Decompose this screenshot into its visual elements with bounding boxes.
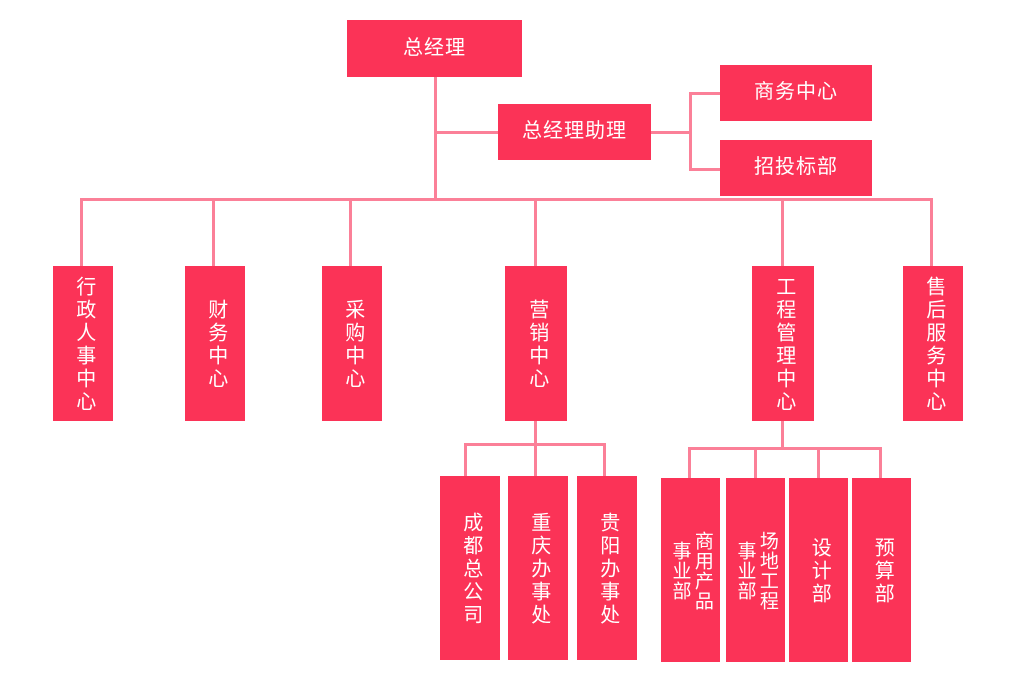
- node-commercial-product-div[interactable]: 商用产品 事业部: [661, 478, 720, 662]
- node-engineering-mgmt-center[interactable]: 工程管理中心: [752, 266, 814, 421]
- node-admin-hr-center[interactable]: 行政人事中心: [53, 266, 113, 421]
- connector-marketing-trunk: [534, 420, 537, 444]
- connector-drop-finance: [212, 198, 215, 268]
- node-general-manager[interactable]: 总经理: [347, 20, 522, 77]
- connector-assistant-to-business: [689, 92, 722, 95]
- connector-drop-procurement: [349, 198, 352, 268]
- connector-assistant-bus: [689, 92, 692, 171]
- connector-main-bus: [80, 198, 933, 201]
- connector-drop-guiyang: [603, 443, 606, 476]
- connector-drop-marketing: [534, 198, 537, 268]
- node-bidding-department[interactable]: 招投标部: [720, 140, 872, 196]
- node-site-engineering-div[interactable]: 场地工程 事业部: [726, 478, 785, 662]
- node-business-center[interactable]: 商务中心: [720, 65, 872, 121]
- connector-gm-to-assistant: [434, 131, 500, 134]
- connector-gm-trunk: [434, 77, 437, 201]
- node-gm-assistant[interactable]: 总经理助理: [498, 104, 651, 160]
- connector-drop-after-sales: [930, 198, 933, 268]
- connector-drop-budget: [879, 447, 882, 478]
- node-chengdu-head-company[interactable]: 成都总公司: [440, 476, 500, 660]
- connector-drop-admin-hr: [80, 198, 83, 268]
- connector-drop-site-engineering: [754, 447, 757, 478]
- connector-assistant-to-bidding: [689, 168, 722, 171]
- connector-drop-engineering: [781, 198, 784, 268]
- node-finance-center[interactable]: 财务中心: [185, 266, 245, 421]
- connector-drop-commercial-product: [688, 447, 691, 478]
- node-design-department[interactable]: 设计部: [789, 478, 848, 662]
- node-guiyang-office[interactable]: 贵阳办事处: [577, 476, 637, 660]
- node-marketing-center[interactable]: 营销中心: [505, 266, 567, 421]
- connector-drop-chongqing: [534, 443, 537, 476]
- node-budget-department[interactable]: 预算部: [852, 478, 911, 662]
- connector-assistant-stub: [650, 131, 692, 134]
- connector-drop-chengdu: [464, 443, 467, 476]
- connector-engineering-trunk: [781, 420, 784, 448]
- connector-drop-design: [817, 447, 820, 478]
- node-after-sales-center[interactable]: 售后服务中心: [903, 266, 963, 421]
- node-chongqing-office[interactable]: 重庆办事处: [508, 476, 568, 660]
- connector-engineering-bus: [688, 447, 882, 450]
- node-procurement-center[interactable]: 采购中心: [322, 266, 382, 421]
